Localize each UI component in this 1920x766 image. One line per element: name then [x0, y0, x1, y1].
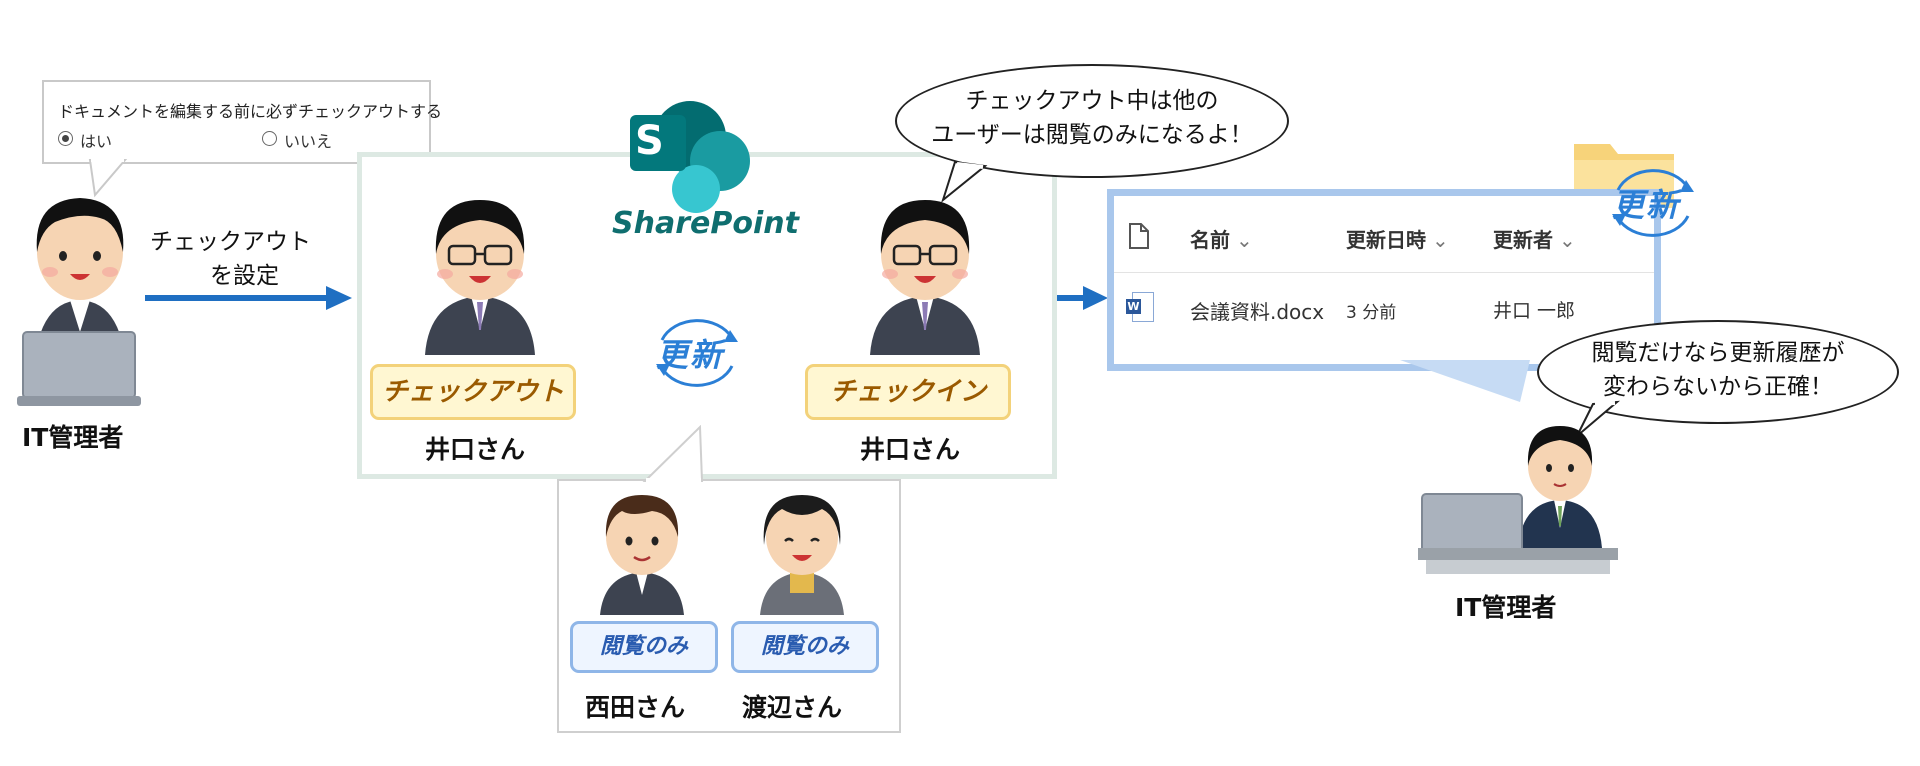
checkout-person-name: 井口さん	[425, 435, 526, 464]
file-row-modified-by: 井口 一郎	[1493, 300, 1576, 322]
bubble-top: チェックアウト中は他の ユーザーは閲覧のみになるよ！	[895, 64, 1289, 178]
radio-no-label: いいえ	[284, 132, 333, 151]
reader2-badge: 閲覧のみ	[731, 621, 879, 673]
bubble-top-line2: ユーザーは閲覧のみになるよ！	[931, 122, 1253, 148]
column-header-modified-by[interactable]: 更新者⌄	[1493, 224, 1576, 253]
admin-left-label: IT管理者	[22, 423, 124, 452]
checkin-person-name: 井口さん	[860, 435, 961, 464]
checkin-badge: チェックイン	[805, 364, 1011, 420]
setting-title: ドキュメントを編集する前に必ずチェックアウトする	[58, 102, 443, 121]
column-header-modified[interactable]: 更新日時⌄	[1346, 224, 1449, 253]
word-file-icon: W	[1126, 292, 1154, 322]
bubble-right-tail	[1576, 400, 1621, 437]
sharepoint-logo-icon	[630, 101, 750, 213]
update-mark-middle: 更新	[656, 336, 725, 374]
bubble-top-tail	[941, 160, 988, 203]
chevron-down-icon: ⌄	[1236, 228, 1253, 252]
radio-no[interactable]	[262, 131, 277, 146]
sharepoint-logo-letter: S	[635, 118, 664, 164]
file-type-header-icon	[1129, 223, 1149, 249]
radio-yes[interactable]	[58, 131, 73, 146]
radio-yes-label: はい	[80, 132, 113, 151]
readers-box-tail	[642, 425, 704, 482]
column-header-modified-text: 更新日時	[1346, 228, 1426, 252]
admin-right-label: IT管理者	[1455, 593, 1557, 622]
reader2-name: 渡辺さん	[742, 693, 843, 722]
radio-selected-dot	[62, 135, 69, 142]
sharepoint-logo-text: SharePoint	[612, 206, 799, 241]
checkout-setting-popup: ドキュメントを編集する前に必ずチェックアウトする はい いいえ	[42, 80, 442, 164]
header-divider	[1114, 272, 1654, 273]
bubble-right-line1: 閲覧だけなら更新履歴が	[1591, 340, 1845, 366]
admin-left-illustration	[17, 198, 141, 406]
column-header-modified-by-text: 更新者	[1493, 228, 1553, 252]
bubble-right-line2: 変わらないから正確！	[1603, 374, 1833, 400]
arrow1-label-line1: チェックアウト	[150, 229, 311, 255]
bubble-top-line1: チェックアウト中は他の	[965, 88, 1219, 114]
checkout-badge: チェックアウト	[370, 364, 576, 420]
checkout-person-illustration	[425, 200, 535, 355]
arrow1-label-line2: を設定	[210, 263, 279, 289]
setting-popup-tail	[88, 158, 128, 198]
reader1-illustration	[600, 495, 684, 615]
document-library-panel: 名前⌄ 更新日時⌄ 更新者⌄ W 会議資料.docx 3 分前 井口 一郎	[1107, 189, 1661, 371]
update-cycle-icon-right	[1612, 169, 1694, 237]
reader1-badge: 閲覧のみ	[570, 621, 718, 673]
reader1-name: 西田さん	[585, 693, 686, 722]
admin-right-illustration	[1418, 426, 1618, 574]
reader2-illustration	[760, 495, 844, 615]
chevron-down-icon: ⌄	[1432, 228, 1449, 252]
file-row-modified: 3 分前	[1346, 303, 1397, 323]
file-row-name[interactable]: 会議資料.docx	[1190, 300, 1325, 324]
checkin-person-illustration	[870, 200, 980, 355]
column-header-name-text: 名前	[1190, 228, 1230, 252]
update-cycle-icon	[656, 319, 738, 387]
word-file-icon-letter: W	[1126, 299, 1141, 314]
column-header-name[interactable]: 名前⌄	[1190, 224, 1253, 253]
panel-pointer	[1400, 360, 1530, 402]
chevron-down-icon: ⌄	[1559, 228, 1576, 252]
update-mark-right: 更新	[1612, 186, 1681, 224]
arrow-admin-to-sharepoint	[145, 286, 352, 310]
